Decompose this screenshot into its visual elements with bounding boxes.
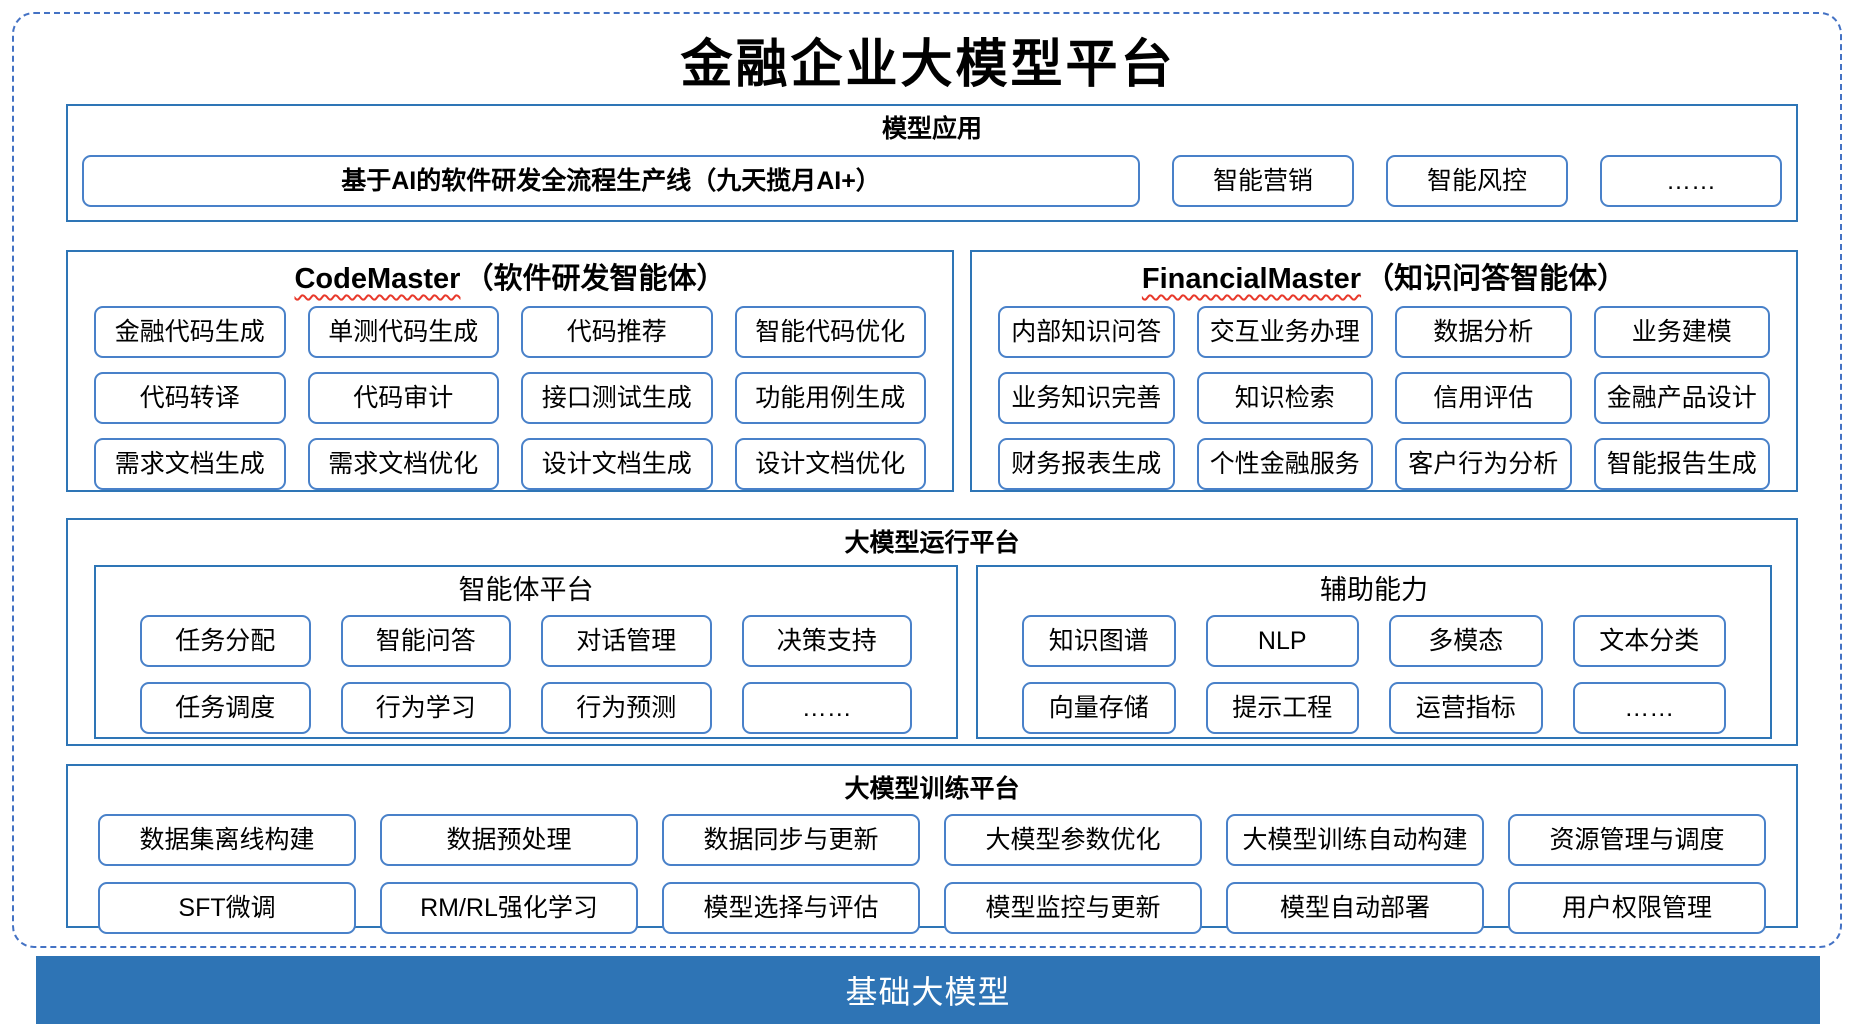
- codemaster-item: 设计文档生成: [521, 438, 713, 490]
- model-application-item: 智能风控: [1386, 155, 1568, 207]
- codemaster-item: 代码审计: [307, 372, 499, 424]
- page-title: 金融企业大模型平台: [680, 34, 1176, 95]
- agent-platform-item: 任务分配: [140, 615, 311, 667]
- training-platform-item: 大模型参数优化: [944, 814, 1202, 866]
- pipeline-item: 基于AI的软件研发全流程生产线（九天揽月AI+）: [82, 155, 1140, 207]
- financialmaster-name: FinancialMaster: [1141, 263, 1362, 295]
- agent-platform-items: 任务分配智能问答对话管理决策支持任务调度行为学习行为预测 ……: [140, 615, 912, 734]
- financialmaster-subtitle: （知识问答智能体）: [1365, 263, 1627, 295]
- foundation-model-bar: 基础大模型: [36, 956, 1820, 1024]
- codemaster-item: 单测代码生成: [307, 306, 499, 358]
- codemaster-item: 代码推荐: [521, 306, 713, 358]
- agent-platform-item: 对话管理: [541, 615, 712, 667]
- training-platform-item: 模型自动部署: [1226, 882, 1484, 934]
- auxiliary-capability-box: 辅助能力 知识图谱 NLP 多模态文本分类向量存储提示工程运营指标 ……: [976, 565, 1772, 739]
- codemaster-items: 金融代码生成单测代码生成代码推荐智能代码优化代码转译代码审计接口测试生成功能用例…: [94, 306, 926, 490]
- codemaster-header: CodeMaster（软件研发智能体）: [68, 260, 952, 298]
- runtime-groups: 智能体平台 任务分配智能问答对话管理决策支持任务调度行为学习行为预测 …… 辅助能…: [94, 565, 1772, 739]
- financialmaster-item: 业务建模: [1593, 306, 1770, 358]
- training-platform-item: RM/RL强化学习: [380, 882, 638, 934]
- training-platform-item: 模型选择与评估: [662, 882, 920, 934]
- auxiliary-capability-item: NLP: [1205, 615, 1359, 667]
- codemaster-item: 设计文档优化: [734, 438, 926, 490]
- auxiliary-capability-item: 向量存储: [1022, 682, 1176, 734]
- model-application-items: 基于AI的软件研发全流程生产线（九天揽月AI+） 智能营销智能风控 ……: [82, 155, 1782, 207]
- model-application-item: ……: [1600, 155, 1782, 207]
- training-platform-item: 模型监控与更新: [944, 882, 1202, 934]
- training-platform-items: 数据集离线构建数据预处理数据同步与更新大模型参数优化大模型训练自动构建资源管理与…: [98, 814, 1766, 934]
- codemaster-item: 智能代码优化: [734, 306, 926, 358]
- financialmaster-header: FinancialMaster（知识问答智能体）: [972, 260, 1796, 298]
- codemaster-item: 代码转译: [94, 372, 286, 424]
- financialmaster-item: 交互业务办理: [1196, 306, 1373, 358]
- section-training-platform: 大模型训练平台 数据集离线构建数据预处理数据同步与更新大模型参数优化大模型训练自…: [66, 764, 1798, 934]
- financialmaster-item: 数据分析: [1395, 306, 1572, 358]
- agent-platform-item: 任务调度: [140, 682, 311, 734]
- model-application-item: 智能营销: [1172, 155, 1354, 207]
- training-platform-header: 大模型训练平台: [844, 775, 1020, 803]
- financialmaster-item: 智能报告生成: [1593, 438, 1770, 490]
- runtime-platform-header: 大模型运行平台: [844, 529, 1020, 557]
- codemaster-item: 接口测试生成: [521, 372, 713, 424]
- auxiliary-capability-item: ……: [1572, 682, 1726, 734]
- auxiliary-capability-items: 知识图谱 NLP 多模态文本分类向量存储提示工程运营指标 ……: [1022, 615, 1726, 734]
- agent-platform-box: 智能体平台 任务分配智能问答对话管理决策支持任务调度行为学习行为预测 ……: [94, 565, 958, 739]
- financialmaster-item: 知识检索: [1196, 372, 1373, 424]
- training-platform-item: SFT微调: [98, 882, 356, 934]
- auxiliary-capability-item: 知识图谱: [1022, 615, 1176, 667]
- training-platform-item: 用户权限管理: [1508, 882, 1766, 934]
- agent-platform-item: 决策支持: [741, 615, 912, 667]
- agent-platform-item: 行为学习: [340, 682, 511, 734]
- training-platform-item: 大模型训练自动构建: [1226, 814, 1484, 866]
- training-platform-item: 数据同步与更新: [662, 814, 920, 866]
- codemaster-item: 金融代码生成: [94, 306, 286, 358]
- agents-row: CodeMaster（软件研发智能体） 金融代码生成单测代码生成代码推荐智能代码…: [66, 250, 1798, 492]
- financialmaster-item: 个性金融服务: [1196, 438, 1373, 490]
- financialmaster-item: 财务报表生成: [998, 438, 1175, 490]
- platform-outer-border: [12, 12, 1842, 948]
- training-platform-item: 资源管理与调度: [1508, 814, 1766, 866]
- model-application-header: 模型应用: [881, 115, 982, 143]
- agent-platform-item: 智能问答: [340, 615, 511, 667]
- auxiliary-capability-item: 文本分类: [1572, 615, 1726, 667]
- auxiliary-capability-item: 多模态: [1389, 615, 1543, 667]
- codemaster-name: CodeMaster: [294, 263, 461, 295]
- financialmaster-item: 金融产品设计: [1593, 372, 1770, 424]
- financialmaster-item: 信用评估: [1395, 372, 1572, 424]
- financialmaster-item: 业务知识完善: [998, 372, 1175, 424]
- section-model-application: 模型应用 基于AI的软件研发全流程生产线（九天揽月AI+） 智能营销智能风控 ……: [66, 104, 1798, 222]
- agent-platform-header: 智能体平台: [458, 575, 594, 605]
- agent-platform-item: ……: [741, 682, 912, 734]
- auxiliary-capability-item: 提示工程: [1205, 682, 1359, 734]
- codemaster-item: 功能用例生成: [734, 372, 926, 424]
- codemaster-subtitle: （软件研发智能体）: [464, 263, 726, 295]
- codemaster-item: 需求文档生成: [94, 438, 286, 490]
- financialmaster-item: 客户行为分析: [1395, 438, 1572, 490]
- agent-platform-item: 行为预测: [541, 682, 712, 734]
- financialmaster-box: FinancialMaster（知识问答智能体） 内部知识问答交互业务办理数据分…: [970, 250, 1798, 492]
- financialmaster-items: 内部知识问答交互业务办理数据分析业务建模业务知识完善知识检索信用评估金融产品设计…: [998, 306, 1770, 490]
- auxiliary-capability-header: 辅助能力: [1320, 575, 1428, 605]
- auxiliary-capability-item: 运营指标: [1389, 682, 1543, 734]
- training-platform-item: 数据集离线构建: [98, 814, 356, 866]
- training-platform-item: 数据预处理: [380, 814, 638, 866]
- codemaster-box: CodeMaster（软件研发智能体） 金融代码生成单测代码生成代码推荐智能代码…: [66, 250, 954, 492]
- foundation-model-label: 基础大模型: [845, 974, 1011, 1010]
- section-runtime-platform: 大模型运行平台 智能体平台 任务分配智能问答对话管理决策支持任务调度行为学习行为…: [66, 518, 1798, 746]
- codemaster-item: 需求文档优化: [307, 438, 499, 490]
- financialmaster-item: 内部知识问答: [998, 306, 1175, 358]
